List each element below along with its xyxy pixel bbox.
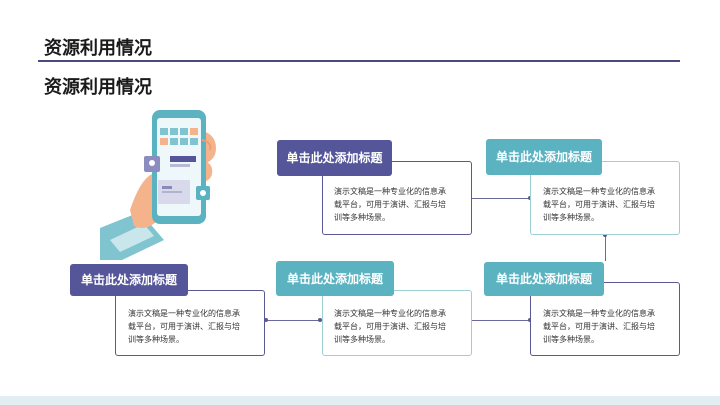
page-title: 资源利用情况 — [44, 38, 152, 59]
step-title-5[interactable]: 单击此处添加标题 — [277, 140, 392, 176]
step-body-2: 演示文稿是一种专业化的信息承 载平台，可用于演讲、汇报与培 训等多种场景。 — [334, 309, 446, 344]
step-title-3[interactable]: 单击此处添加标题 — [484, 262, 604, 296]
step-card-2 — [322, 290, 472, 356]
footer-band — [0, 396, 720, 405]
step-title-4[interactable]: 单击此处添加标题 — [486, 139, 602, 175]
step-title-1[interactable]: 单击此处添加标题 — [70, 264, 188, 296]
hand-holding-phone-icon — [100, 110, 216, 260]
step-body-4: 演示文稿是一种专业化的信息承 载平台，可用于演讲、汇报与培 训等多种场景。 — [543, 187, 655, 222]
title-divider — [38, 60, 680, 62]
step-body-1: 演示文稿是一种专业化的信息承 载平台，可用于演讲、汇报与培 训等多种场景。 — [128, 309, 240, 344]
connector-dot — [603, 233, 607, 237]
step-body-5: 演示文稿是一种专业化的信息承 载平台，可用于演讲、汇报与培 训等多种场景。 — [334, 187, 446, 222]
connector-dot — [318, 318, 322, 322]
connector-line — [470, 198, 532, 199]
section-title: 资源利用情况 — [44, 77, 152, 98]
connector-dot — [264, 318, 268, 322]
step-title-2[interactable]: 单击此处添加标题 — [276, 261, 394, 296]
step-card-1 — [115, 290, 265, 356]
connector-line — [470, 320, 532, 321]
connector-line — [264, 320, 322, 321]
step-body-3: 演示文稿是一种专业化的信息承 载平台，可用于演讲、汇报与培 训等多种场景。 — [543, 309, 655, 344]
connector-line — [605, 235, 606, 261]
